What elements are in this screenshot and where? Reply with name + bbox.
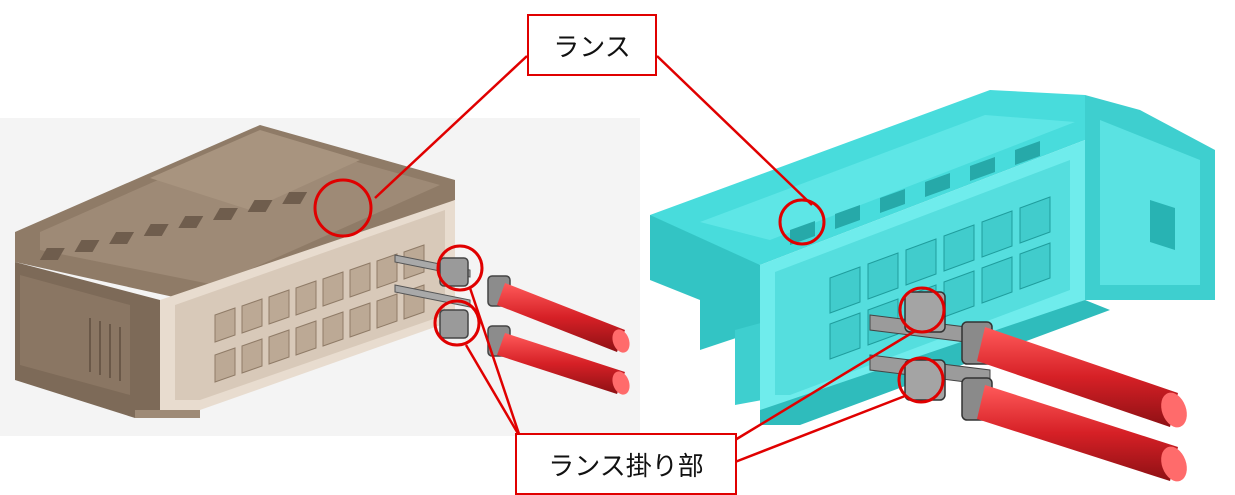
leader-hook-left-upper <box>468 287 522 438</box>
leader-hook-right-upper <box>734 329 916 442</box>
lance-circle-right <box>778 198 826 246</box>
callout-circles <box>313 178 946 404</box>
lance-hook-label-text: ランス掛り部 <box>548 451 704 482</box>
leader-lance-right <box>656 55 813 206</box>
hook-circle-left-upper <box>436 244 484 292</box>
lance-label: ランス <box>527 14 657 76</box>
leader-lance-left <box>374 55 528 199</box>
lance-label-text: ランス <box>553 32 631 63</box>
leader-hook-right-lower <box>734 394 906 464</box>
lance-hook-label: ランス掛り部 <box>515 433 737 495</box>
right-connector <box>650 90 1215 425</box>
leader-lines <box>374 55 916 464</box>
right-wires <box>977 327 1187 482</box>
hook-circle-right-upper <box>898 286 946 334</box>
lance-circle-left <box>313 178 373 238</box>
hook-circle-right-lower <box>897 356 945 404</box>
leader-hook-left-lower <box>464 344 522 438</box>
left-connector <box>15 125 455 418</box>
left-wires <box>497 283 630 395</box>
hook-circle-left-lower <box>433 299 481 347</box>
